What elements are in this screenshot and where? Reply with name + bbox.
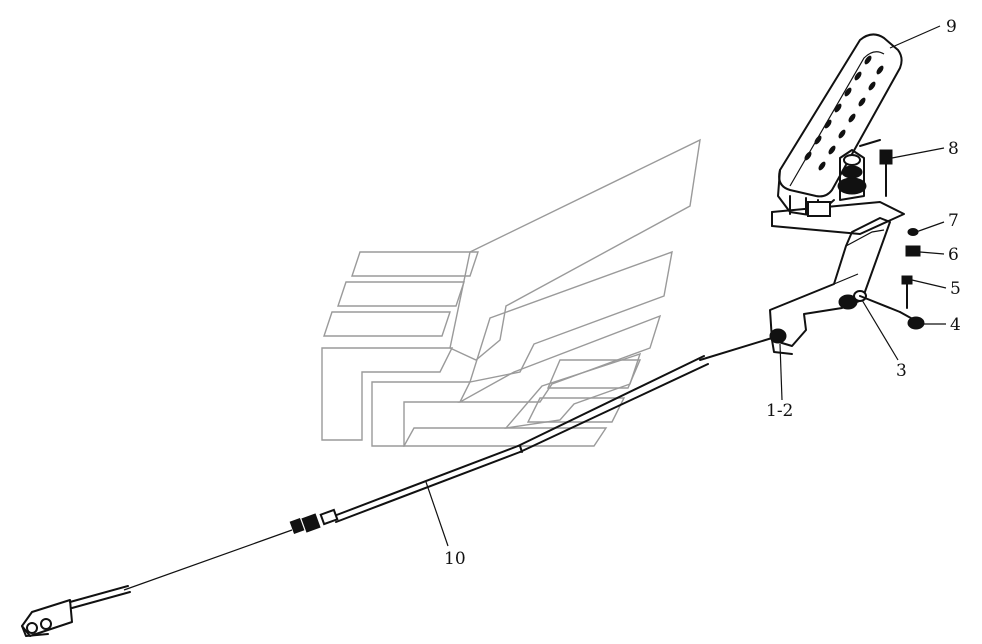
nut-part-6 bbox=[905, 245, 921, 257]
label-part-8: 8 bbox=[948, 139, 959, 159]
washer-part-7 bbox=[907, 228, 919, 236]
pedal-grip-holes bbox=[804, 55, 884, 171]
label-part-9: 9 bbox=[946, 17, 957, 37]
screw-part-8 bbox=[879, 149, 893, 197]
label-part-10: 10 bbox=[444, 549, 466, 569]
label-part-1-2: 1-2 bbox=[766, 401, 793, 421]
label-part-7: 7 bbox=[948, 211, 959, 231]
part-labels: 9 8 7 6 5 4 3 1-2 10 bbox=[444, 17, 961, 569]
pivot-bushing-part-3 bbox=[838, 290, 901, 313]
cable-end-fitting-part-1-2 bbox=[769, 328, 787, 344]
pedal-pad bbox=[777, 33, 903, 217]
label-part-4: 4 bbox=[950, 315, 961, 335]
label-part-3: 3 bbox=[896, 361, 907, 381]
leader-lines bbox=[425, 25, 947, 547]
bolt-part-5 bbox=[901, 275, 913, 309]
label-part-5: 5 bbox=[950, 279, 961, 299]
accelerator-cable-part-10 bbox=[21, 337, 773, 637]
pedal-base-plate bbox=[771, 139, 905, 235]
pedal-lever-arm bbox=[769, 217, 891, 355]
label-part-6: 6 bbox=[948, 245, 959, 265]
watermark-logo bbox=[321, 138, 701, 447]
pin-part-4 bbox=[899, 311, 925, 330]
